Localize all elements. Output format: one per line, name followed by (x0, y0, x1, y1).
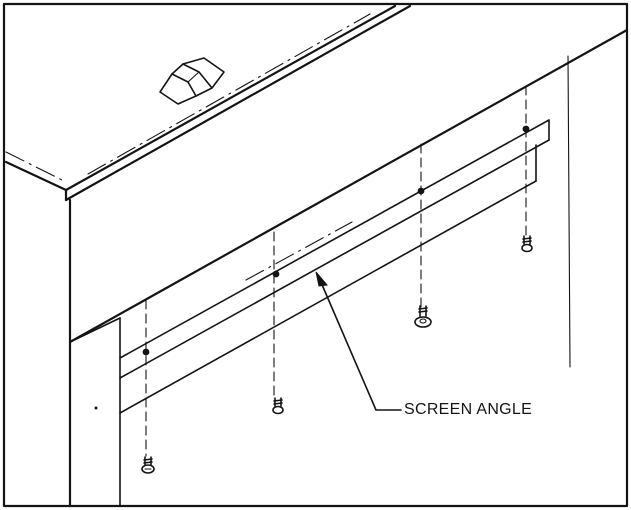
hole-1 (142, 348, 150, 356)
screen-angle (119, 119, 550, 414)
screw-2 (272, 397, 284, 415)
screw-1 (141, 456, 155, 474)
screw-4 (521, 235, 533, 253)
hole-3 (417, 187, 425, 195)
top-clip (159, 57, 225, 105)
small-mark (94, 406, 98, 410)
screw-3 (414, 305, 432, 328)
hole-4 (522, 125, 530, 133)
callout-leader (315, 271, 402, 411)
screen-angle-label: SCREEN ANGLE (404, 401, 533, 418)
fastener-points (142, 85, 530, 457)
top-panel (4, 4, 412, 202)
front-wall (68, 28, 629, 507)
hole-2 (272, 270, 280, 278)
